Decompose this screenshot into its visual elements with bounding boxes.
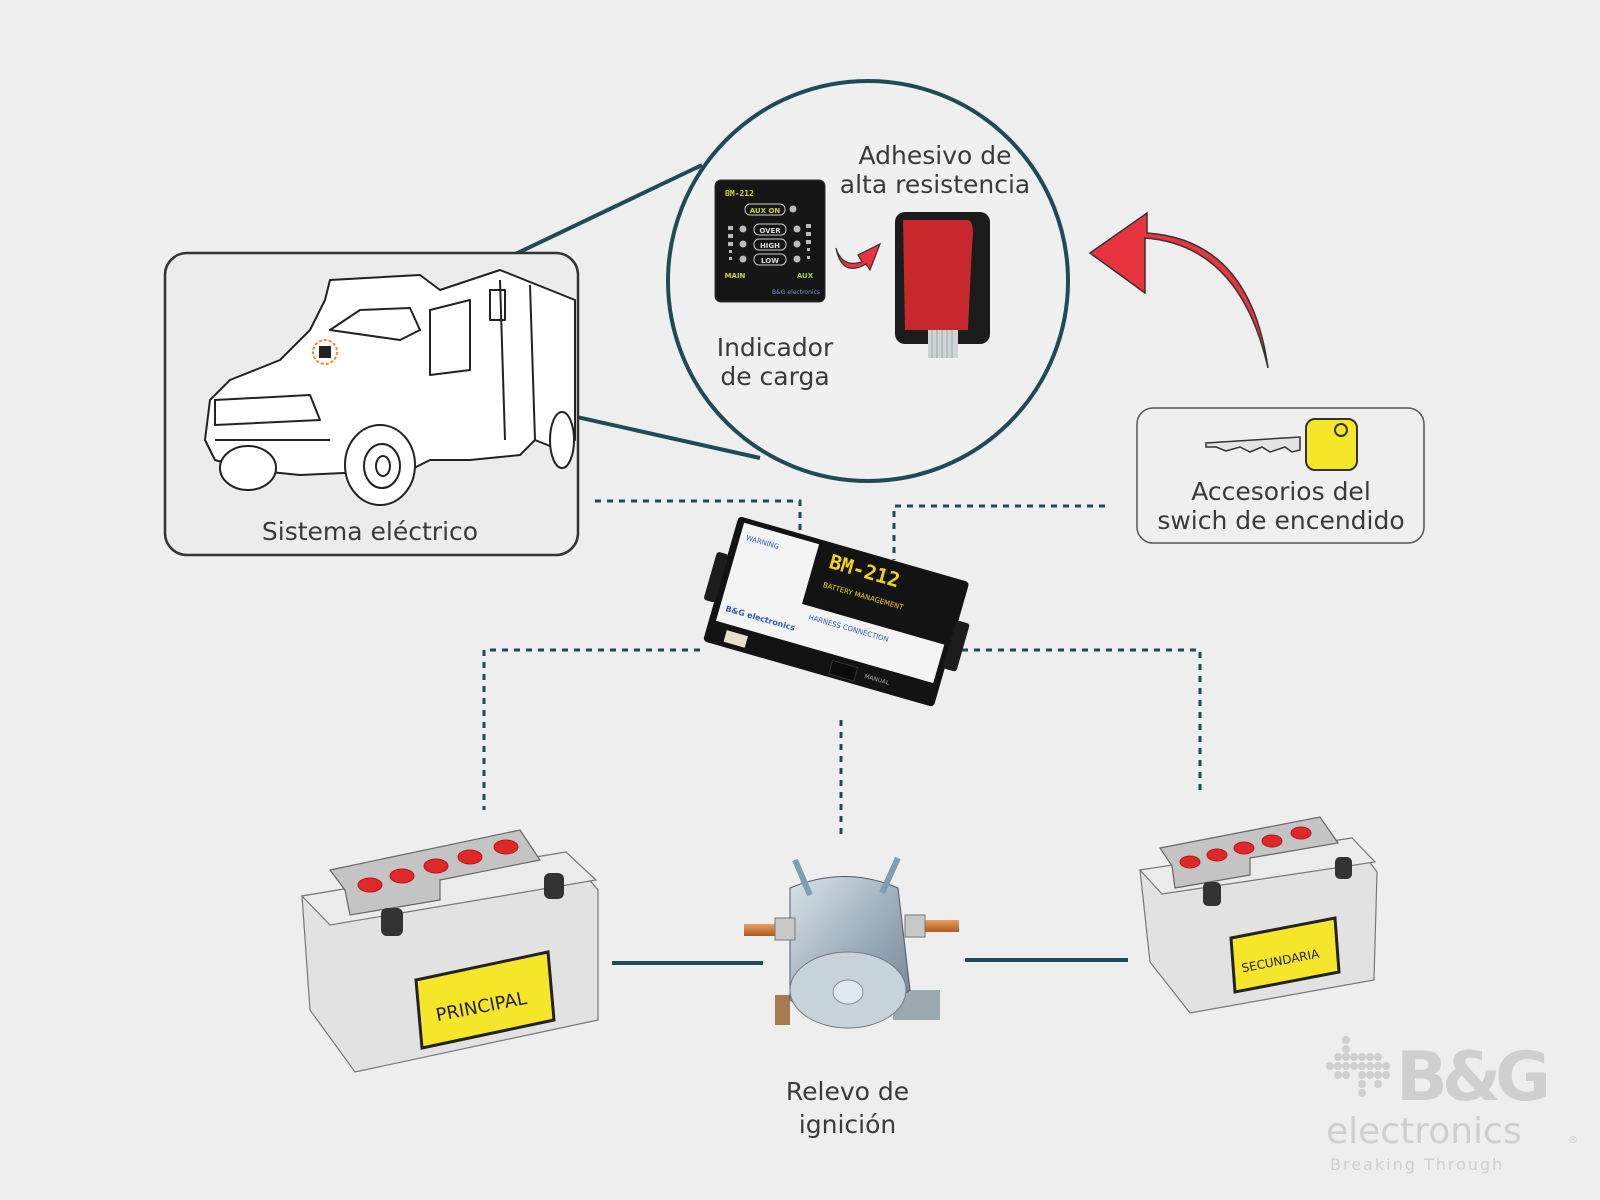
- battery-principal: PRINCIPAL: [300, 829, 599, 1073]
- watermark-reg: ®: [1568, 1135, 1578, 1146]
- adhesive-label: Adhesivo de alta resistencia: [820, 141, 1050, 199]
- indicator-label-line2: de carga: [720, 362, 830, 391]
- connector-ignition-controller: [892, 504, 1105, 560]
- solid-cables: [612, 958, 1128, 965]
- ignition-label-line2: swich de encendido: [1157, 506, 1405, 535]
- indicator-main-label: MAIN: [725, 272, 746, 280]
- big-red-arrow-icon: [1088, 211, 1269, 369]
- relay-label: Relevo de ignición: [760, 1075, 935, 1141]
- watermark-tagline: Breaking Through: [1330, 1155, 1504, 1174]
- indicator-location-dot: [319, 346, 331, 358]
- ignition-relay: [744, 856, 959, 1029]
- small-red-arrow-icon: [835, 242, 882, 272]
- watermark-electronics: electronics: [1326, 1111, 1522, 1152]
- connector-vehicle-controller: [595, 499, 802, 540]
- battery-secundaria: SECUNDARIA: [1138, 816, 1378, 1014]
- indicator-leds: [728, 205, 811, 263]
- ignition-label: Accesorios del swich de encendido: [1140, 477, 1422, 535]
- adhesive-pad: [895, 212, 990, 358]
- relay-label-line1: Relevo de: [785, 1077, 910, 1106]
- vehicle-label: Sistema eléctrico: [261, 517, 479, 546]
- indicator-led-aux-on: AUX ON: [750, 207, 781, 215]
- connector-controller-aux-battery: [950, 648, 1202, 790]
- connector-controller-main-battery: [482, 648, 700, 810]
- adhesive-label-line2: alta resistencia: [839, 170, 1031, 199]
- ignition-label-line1: Accesorios del: [1191, 477, 1371, 506]
- indicator-led-over: OVER: [759, 227, 781, 235]
- indicator-location-marker: [312, 339, 338, 365]
- relay-label-line2: ignición: [798, 1110, 897, 1139]
- indicator-label-line1: Indicador: [716, 333, 834, 362]
- indicator-aux-label: AUX: [797, 272, 814, 280]
- brand-watermark: B&G electronics ® Breaking Through: [1326, 1036, 1578, 1174]
- ambulance-icon: [204, 269, 576, 506]
- charge-indicator-panel: BM-212 AUX ON OVER HIGH LOW MAIN AUX B&G…: [714, 179, 826, 303]
- indicator-led-low: LOW: [761, 257, 779, 265]
- bm212-controller: BM-212 BATTERY MANAGEMENT WARNING HARNES…: [703, 516, 970, 707]
- adhesive-label-line1: Adhesivo de: [858, 141, 1012, 170]
- indicator-led-rows: [744, 203, 787, 266]
- watermark-brand: B&G: [1396, 1038, 1546, 1117]
- battery-secundaria-tag: [1229, 916, 1341, 994]
- watermark-dots-icon: [1326, 1036, 1390, 1097]
- indicator-label: Indicador de carga: [690, 333, 860, 391]
- dotted-connectors: [482, 499, 1202, 840]
- indicator-model-text: BM-212: [725, 189, 754, 198]
- indicator-led-high: HIGH: [760, 242, 780, 250]
- indicator-brand: B&G electronics: [772, 289, 820, 296]
- key-icon: [1205, 418, 1358, 471]
- battery-principal-tag: [414, 950, 556, 1050]
